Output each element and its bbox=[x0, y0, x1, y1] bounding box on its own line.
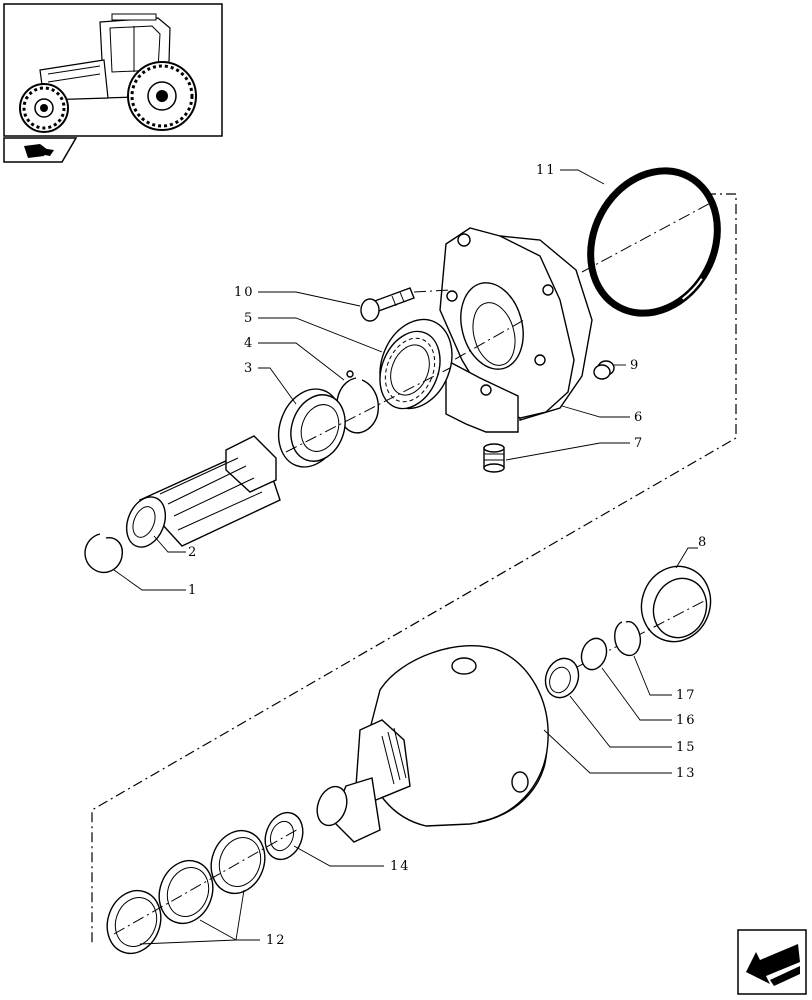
callout-16: 16 bbox=[676, 713, 697, 728]
callout-5: 5 bbox=[244, 311, 254, 326]
callout-8: 8 bbox=[698, 535, 708, 550]
part-6-flange-housing bbox=[439, 227, 593, 433]
part-10-bolt bbox=[360, 287, 415, 322]
part-1-circlip bbox=[84, 533, 123, 574]
callout-6: 6 bbox=[634, 410, 644, 425]
callout-14: 14 bbox=[390, 859, 411, 874]
part-7-grub-screw bbox=[483, 443, 505, 473]
callout-9: 9 bbox=[630, 358, 640, 373]
leader-lines bbox=[113, 169, 698, 945]
callout-15: 15 bbox=[676, 740, 697, 755]
part-2-splined-shaft bbox=[125, 435, 281, 548]
part-8-seal-ring bbox=[640, 565, 712, 643]
callout-3: 3 bbox=[244, 361, 254, 376]
part-15-needle-bearing bbox=[544, 657, 580, 699]
callout-13: 13 bbox=[676, 766, 697, 781]
part-5-bearing bbox=[379, 318, 453, 410]
part-3-seal bbox=[277, 388, 346, 468]
navigate-back-arrow-icon[interactable] bbox=[737, 929, 807, 995]
part-12-shim-rings bbox=[106, 829, 266, 955]
catalog-book-icon[interactable] bbox=[3, 137, 78, 163]
callout-4: 4 bbox=[244, 336, 254, 351]
part-16-washer bbox=[580, 637, 608, 671]
part-9-plug bbox=[593, 360, 615, 380]
part-11-o-ring bbox=[587, 167, 721, 317]
callout-2: 2 bbox=[188, 545, 198, 560]
part-13-gear-housing bbox=[331, 645, 549, 843]
assembly-boundary-line bbox=[91, 193, 737, 944]
tractor-thumbnail-icon[interactable] bbox=[3, 3, 223, 137]
callout-1: 1 bbox=[188, 583, 198, 598]
callout-12: 12 bbox=[266, 933, 287, 948]
callout-7: 7 bbox=[634, 436, 644, 451]
callout-17: 17 bbox=[676, 688, 697, 703]
part-14-bushing bbox=[264, 785, 348, 861]
callout-11: 11 bbox=[536, 163, 557, 178]
part-4-snap-ring bbox=[336, 370, 379, 434]
part-17-circlip bbox=[614, 620, 642, 657]
callout-10: 10 bbox=[234, 285, 255, 300]
